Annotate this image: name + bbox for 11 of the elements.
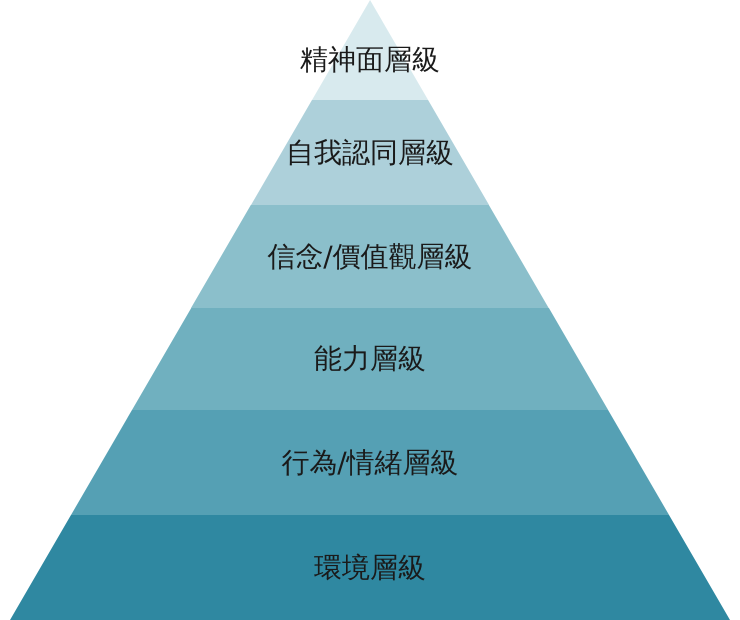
tier-label: 環境層級: [314, 550, 426, 584]
pyramid-tier: [191, 205, 549, 308]
tier-label: 信念/價值觀層級: [267, 240, 473, 274]
pyramid-tier: [70, 410, 670, 515]
tier-label: 精神面層級: [300, 43, 440, 77]
tier-label: 自我認同層級: [286, 136, 454, 170]
pyramid-tier: [10, 515, 730, 620]
tier-label: 能力層級: [314, 342, 426, 376]
pyramid-tier: [132, 308, 608, 410]
tier-label: 行為/情緒層級: [281, 446, 459, 480]
pyramid-tier: [250, 100, 490, 205]
